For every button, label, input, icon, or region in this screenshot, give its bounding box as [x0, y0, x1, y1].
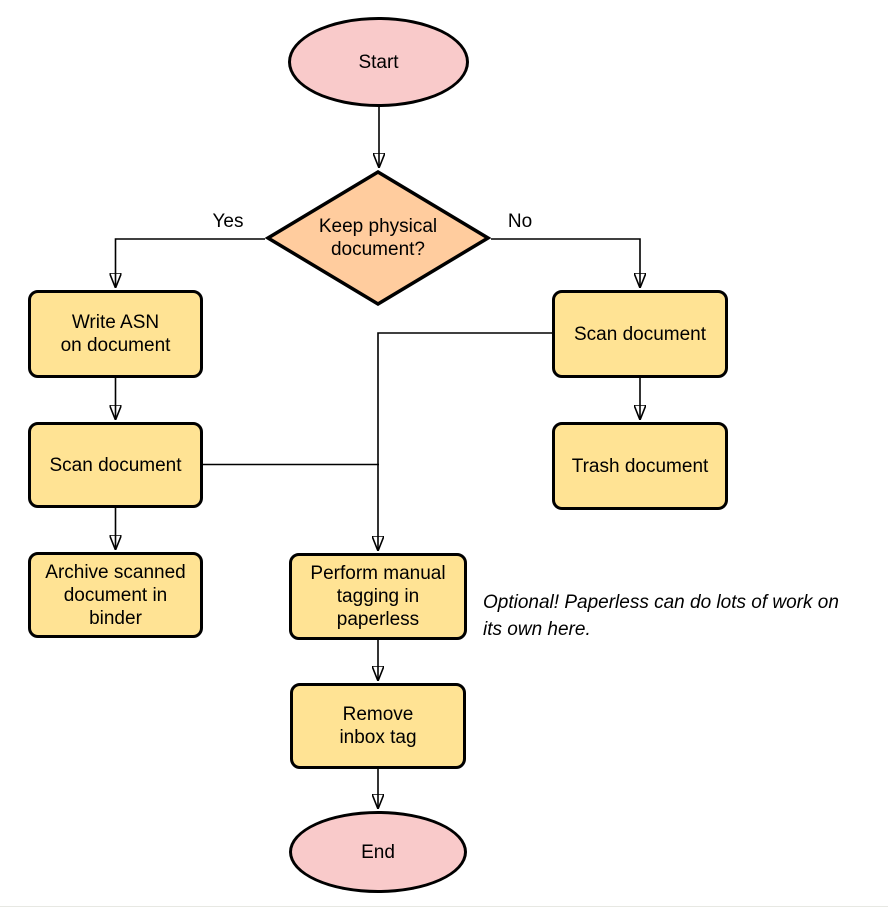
- decision-node: Keep physical document?: [265, 170, 491, 306]
- archive-label: Archive scanned document in binder: [45, 561, 186, 629]
- remove-inbox-tag-node: Remove inbox tag: [290, 683, 466, 769]
- write-asn-node: Write ASN on document: [28, 290, 203, 378]
- edge-decision-to-write-asn: [116, 238, 265, 287]
- decision-label: Keep physical document?: [318, 216, 438, 260]
- perform-tagging-node: Perform manual tagging in paperless: [289, 553, 467, 640]
- scan-document-right-label: Scan document: [573, 323, 707, 345]
- trash-document-node: Trash document: [552, 422, 728, 510]
- remove-inbox-tag-label: Remove inbox tag: [339, 704, 417, 748]
- write-asn-label: Write ASN on document: [60, 312, 171, 356]
- optional-note: Optional! Paperless can do lots of work …: [483, 592, 839, 640]
- start-label: Start: [358, 51, 399, 73]
- edge-decision-to-scan-right: [491, 238, 640, 287]
- perform-tagging-label: Perform manual tagging in paperless: [310, 563, 446, 630]
- end-node: End: [289, 811, 467, 893]
- scan-document-right-node: Scan document: [552, 290, 728, 378]
- edge-label-yes: Yes: [200, 211, 256, 233]
- start-node: Start: [288, 17, 469, 107]
- scan-document-left-label: Scan document: [49, 454, 182, 476]
- trash-document-label: Trash document: [571, 455, 709, 477]
- edge-label-no: No: [492, 211, 548, 233]
- edge-scan-right-to-perform-tagging: [378, 332, 552, 550]
- diamond-shape: [265, 170, 491, 306]
- end-label: End: [361, 841, 395, 863]
- scan-document-left-node: Scan document: [28, 422, 203, 508]
- archive-node: Archive scanned document in binder: [28, 552, 203, 638]
